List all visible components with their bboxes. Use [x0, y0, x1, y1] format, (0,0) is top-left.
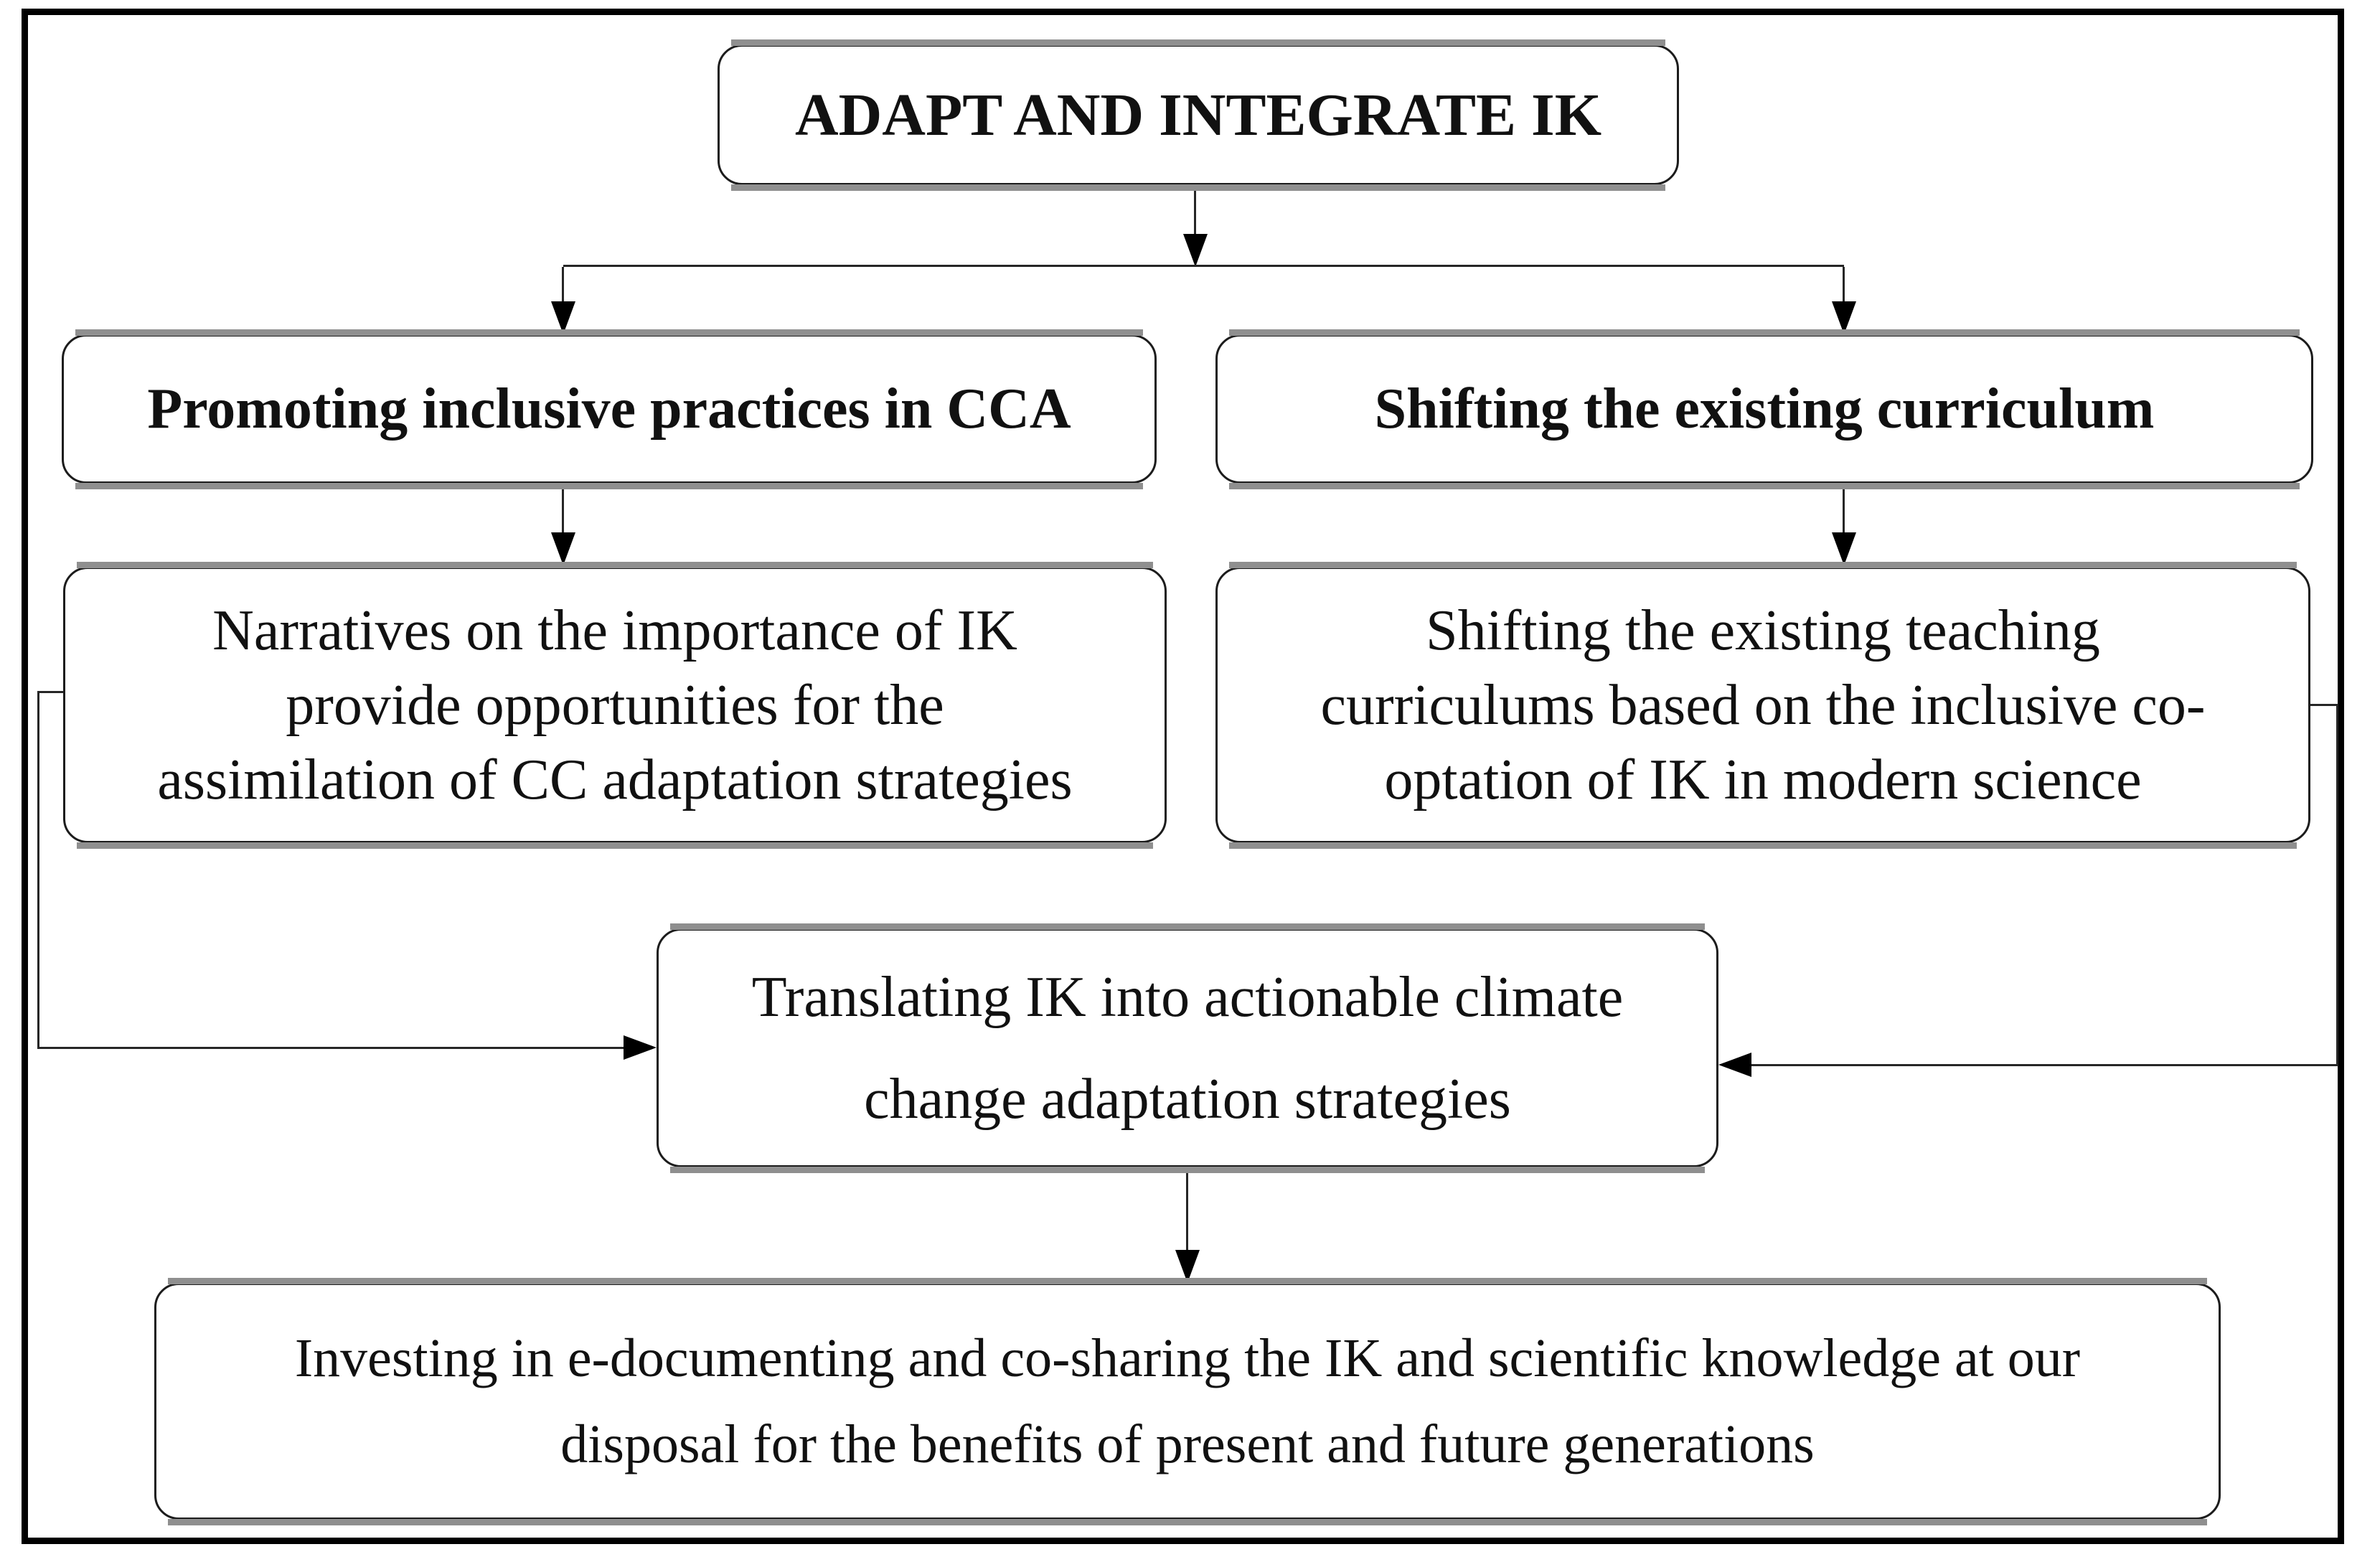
- connector-left-elbow-horizontal: [37, 1047, 626, 1049]
- node-investing-edocumenting: Investing in e-documenting and co-sharin…: [154, 1278, 2221, 1525]
- arrowhead-left-branch-icon: [551, 301, 575, 334]
- connector-right-detail-drop: [1843, 484, 1845, 535]
- connector-invest-drop: [1186, 1167, 1188, 1252]
- arrowhead-right-branch-icon: [1832, 301, 1856, 334]
- node-translating-ik: Translating IK into actionable climate c…: [657, 923, 1718, 1173]
- node-label: ADAPT AND INTEGRATE IK: [794, 81, 1602, 149]
- node-adapt-integrate-ik: ADAPT AND INTEGRATE IK: [718, 39, 1679, 191]
- node-narratives-importance-ik: Narratives on the importance of IK provi…: [63, 562, 1167, 849]
- connector-left-branch-drop: [562, 267, 564, 304]
- arrowhead-left-detail-icon: [551, 532, 575, 565]
- arrowhead-right-detail-icon: [1832, 532, 1856, 565]
- arrowhead-into-translate-right-icon: [1718, 1053, 1751, 1077]
- node-shifting-existing-curriculum: Shifting the existing curriculum: [1215, 329, 2313, 489]
- node-line: Investing in e-documenting and co-sharin…: [294, 1328, 2081, 1388]
- connector-left-detail-drop: [562, 484, 564, 535]
- arrowhead-root-icon: [1183, 234, 1208, 267]
- node-line: assimilation of CC adaptation strategies: [157, 748, 1073, 811]
- node-line: disposal for the benefits of present and…: [560, 1414, 1815, 1474]
- arrowhead-invest-icon: [1175, 1250, 1200, 1283]
- connector-left-elbow-stub: [37, 691, 65, 693]
- node-shifting-teaching-curriculums: Shifting the existing teaching curriculu…: [1215, 562, 2310, 849]
- connector-right-elbow-vertical: [2336, 704, 2338, 1066]
- node-line: curriculums based on the inclusive co-: [1320, 673, 2206, 737]
- node-line: change adaptation strategies: [864, 1067, 1511, 1131]
- connector-right-elbow-horizontal: [1751, 1064, 2338, 1066]
- connector-right-branch-drop: [1843, 267, 1845, 304]
- node-label: Promoting inclusive practices in CCA: [147, 377, 1071, 441]
- node-line: Translating IK into actionable climate: [751, 965, 1624, 1029]
- node-promoting-inclusive-practices: Promoting inclusive practices in CCA: [62, 329, 1157, 489]
- arrowhead-into-translate-left-icon: [624, 1035, 657, 1060]
- node-line: provide opportunities for the: [286, 673, 944, 737]
- connector-right-elbow-stub: [2309, 704, 2338, 706]
- node-line: Shifting the existing teaching: [1426, 598, 2100, 662]
- connector-root-drop: [1194, 185, 1196, 235]
- connector-left-elbow-vertical: [37, 691, 39, 1049]
- node-label: Shifting the existing curriculum: [1374, 377, 2155, 441]
- node-line: optation of IK in modern science: [1384, 748, 2142, 811]
- node-line: Narratives on the importance of IK: [212, 598, 1017, 662]
- connector-split-bar: [563, 265, 1844, 267]
